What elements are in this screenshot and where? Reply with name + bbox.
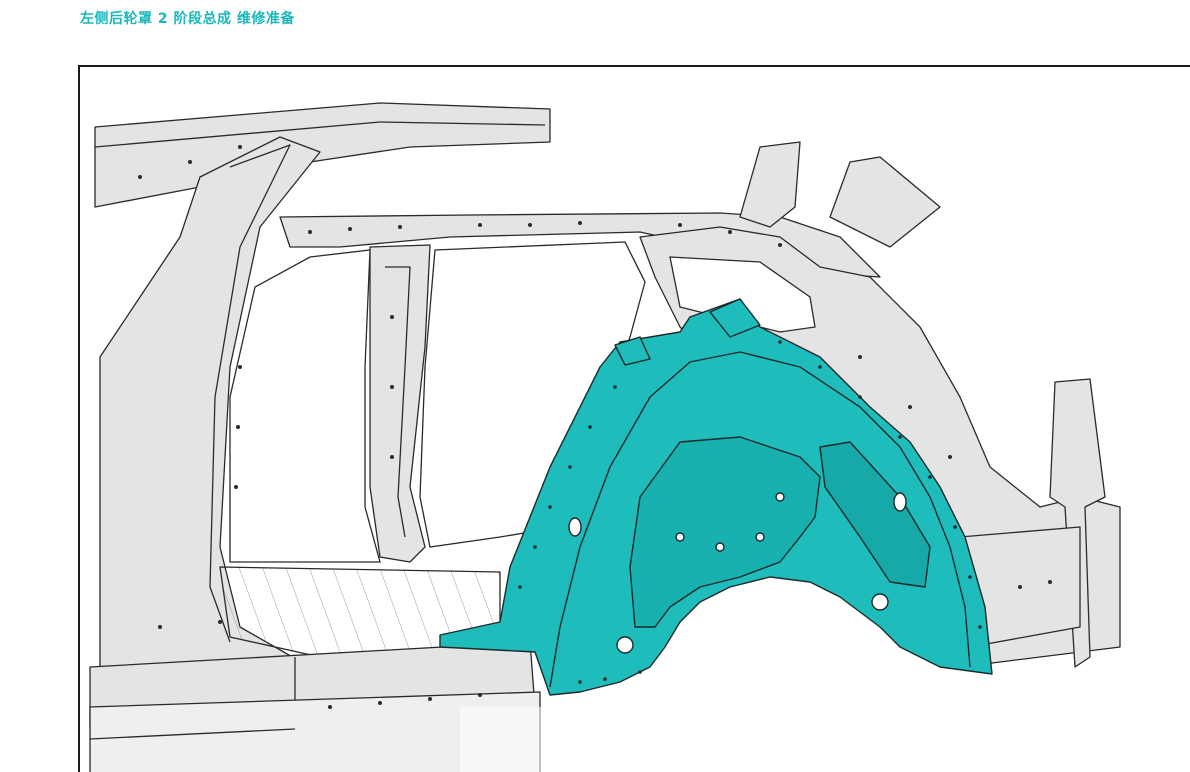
d-pillar-bracket-left (739, 141, 801, 228)
bottom-fade (460, 707, 790, 772)
wheelhouse-inner-panel (629, 436, 821, 628)
rear-end-panel (1049, 378, 1106, 668)
illustration-frame (78, 65, 1190, 772)
page-title: 左侧后轮罩 2 阶段总成 维修准备 (80, 11, 295, 27)
wheelhouse-arch-line (549, 351, 971, 688)
body-structure-illustration (89, 102, 1121, 772)
wheelhouse-holes (568, 492, 907, 654)
wheelhouse-brace (819, 441, 931, 588)
front-door-opening (229, 249, 381, 563)
window-openings (229, 241, 816, 563)
fastener-points (138, 145, 1052, 709)
roof-rail (94, 102, 551, 208)
wheelhouse-top-tab-left (614, 336, 651, 366)
sill-lower (89, 691, 541, 772)
left-rear-wheelhouse-highlight (439, 298, 993, 696)
wheelhouse-rivets (518, 340, 982, 684)
c-pillar (369, 244, 431, 563)
d-pillar-bracket-right (829, 156, 941, 248)
wheelhouse-top-tab (709, 298, 761, 338)
